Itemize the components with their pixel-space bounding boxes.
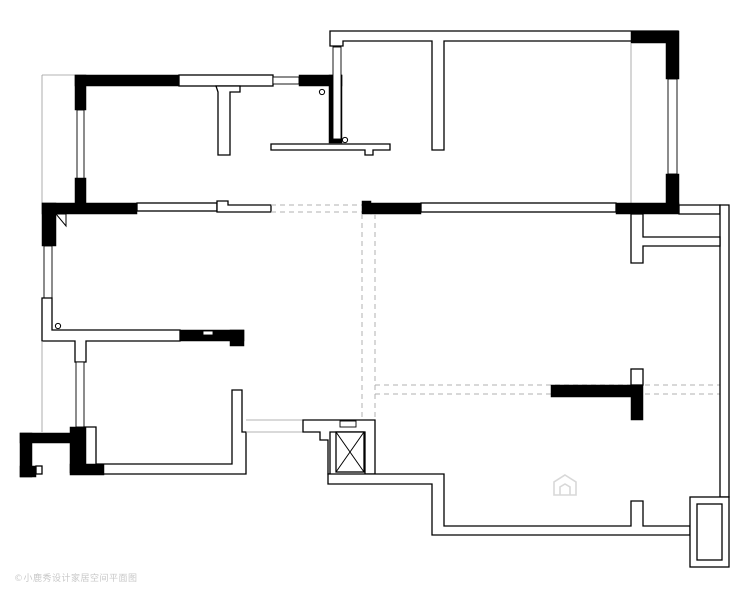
shaft (302, 419, 376, 475)
upper-right-room (329, 30, 680, 209)
watermark-text: ©小鹿秀设计家居空间平面图 (14, 574, 138, 584)
central-wall (41, 200, 721, 215)
right-living-area (327, 204, 730, 568)
house-logo-icon (553, 474, 577, 496)
lower-left-room (19, 341, 303, 478)
left-middle-room (41, 202, 245, 363)
